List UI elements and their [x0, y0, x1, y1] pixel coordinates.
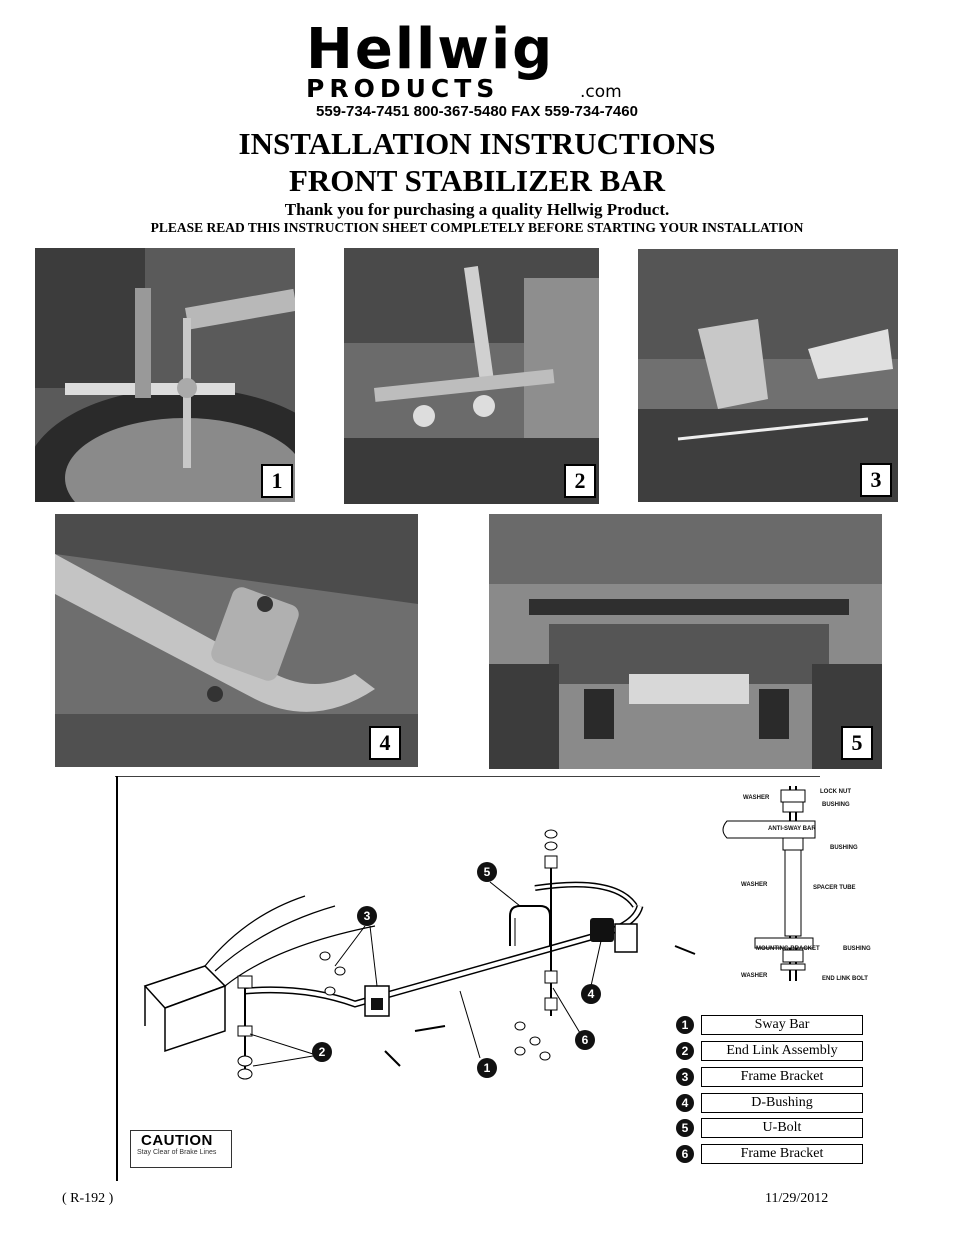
- photo-3: 3: [638, 249, 898, 502]
- legend-number: 3: [676, 1068, 694, 1086]
- label-bushing-low: BUSHING: [843, 946, 871, 952]
- logo-domain: .com: [580, 82, 622, 102]
- frame-rail: [143, 895, 376, 1053]
- photo-3-image: [638, 249, 898, 502]
- document-date: 11/29/2012: [765, 1191, 829, 1206]
- callout-5: 5: [484, 865, 491, 879]
- hardware-nuts: [319, 945, 696, 1067]
- exploded-parts-diagram: 1 2 3 4 5 6: [115, 776, 820, 1181]
- frame-bracket-left: [364, 985, 390, 1017]
- callout-4: 4: [588, 987, 595, 1001]
- callout-6: 6: [582, 1033, 589, 1047]
- end-link-left: [237, 975, 253, 1080]
- legend-label: End Link Assembly: [701, 1041, 863, 1061]
- photo-1-number: 1: [261, 464, 293, 498]
- label-anti-sway-bar: ANTI-SWAY BAR: [768, 826, 816, 832]
- photo-2-image: [344, 248, 599, 504]
- legend-label: Sway Bar: [701, 1015, 863, 1035]
- legend-number: 4: [676, 1094, 694, 1112]
- photo-4-image: [55, 514, 418, 767]
- label-mounting-bracket: MOUNTING BRACKET: [756, 946, 820, 952]
- photo-2-number: 2: [564, 464, 596, 498]
- caution-text: Stay Clear of Brake Lines: [137, 1149, 217, 1156]
- legend-label: Frame Bracket: [701, 1144, 863, 1164]
- legend-label: Frame Bracket: [701, 1067, 863, 1087]
- hellwig-logo: Hellwig PRODUCTS .com: [300, 17, 645, 104]
- photo-5-image: [489, 514, 882, 769]
- logo-wordmark: Hellwig: [306, 17, 555, 82]
- legend-number: 1: [676, 1016, 694, 1034]
- phone-numbers: 559-734-7451 800-367-5480 FAX 559-734-74…: [316, 103, 638, 120]
- callout-2: 2: [319, 1045, 326, 1059]
- logo-products: PRODUCTS: [306, 74, 500, 103]
- label-bushing-mid: BUSHING: [830, 845, 858, 851]
- photo-3-number: 3: [860, 463, 892, 497]
- photo-1: 1: [35, 248, 295, 502]
- label-end-link-bolt: END LINK BOLT: [822, 976, 868, 982]
- document-code: ( R-192 ): [62, 1191, 114, 1206]
- caution-title: CAUTION: [141, 1132, 213, 1149]
- legend-number: 2: [676, 1042, 694, 1060]
- legend-number: 6: [676, 1145, 694, 1163]
- page-title: INSTALLATION INSTRUCTIONS: [238, 126, 716, 161]
- u-bolt: [509, 905, 551, 946]
- legend-label: U-Bolt: [701, 1118, 863, 1138]
- thank-you-note: Thank you for purchasing a quality Hellw…: [284, 200, 670, 219]
- label-washer-top: WASHER: [743, 795, 770, 801]
- callout-1: 1: [484, 1061, 491, 1075]
- legend-label: D-Bushing: [701, 1093, 863, 1113]
- label-spacer-tube: SPACER TUBE: [813, 885, 856, 891]
- photo-1-image: [35, 248, 295, 502]
- callout-3: 3: [364, 909, 371, 923]
- callout-markers: 1 2 3 4 5 6: [312, 862, 601, 1078]
- photo-2: 2: [344, 248, 599, 504]
- label-lock-nut: LOCK NUT: [820, 789, 851, 795]
- photo-4-number: 4: [369, 726, 401, 760]
- photo-4: 4: [55, 514, 418, 767]
- label-washer-low: WASHER: [741, 973, 768, 979]
- photo-5: 5: [489, 514, 882, 769]
- d-bushing-right: [590, 918, 638, 953]
- photo-5-number: 5: [841, 726, 873, 760]
- caution-badge: CAUTION Stay Clear of Brake Lines: [130, 1130, 232, 1168]
- label-washer-mid: WASHER: [741, 882, 768, 888]
- read-instructions-note: PLEASE READ THIS INSTRUCTION SHEET COMPL…: [150, 220, 804, 235]
- legend-number: 5: [676, 1119, 694, 1137]
- page-subtitle: FRONT STABILIZER BAR: [288, 163, 666, 198]
- label-bushing-top: BUSHING: [822, 802, 850, 808]
- end-link-detail-drawing: [722, 786, 816, 981]
- callout-leaders: [249, 881, 602, 1067]
